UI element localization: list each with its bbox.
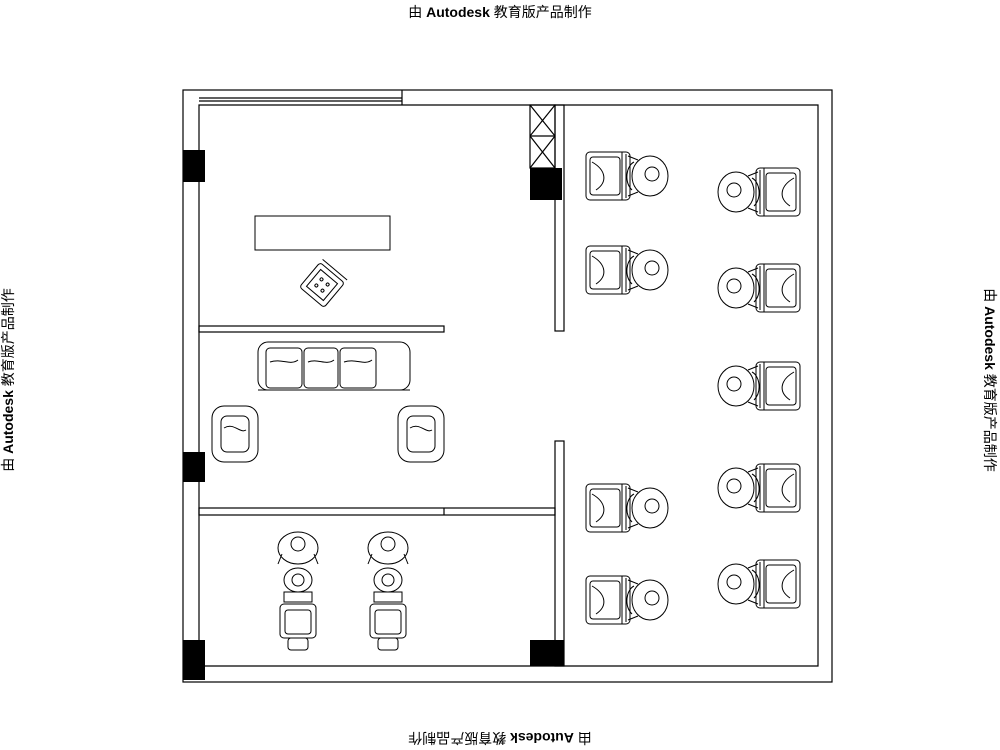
armchair-icon <box>397 405 445 463</box>
salon-left <box>585 151 669 625</box>
person-icon <box>717 267 760 309</box>
salon-chair-icon <box>755 263 801 313</box>
person-icon <box>717 563 760 605</box>
salon-right <box>717 167 801 609</box>
person-icon <box>626 487 669 529</box>
treatment-room <box>277 531 409 651</box>
salon-chair-icon <box>585 151 631 201</box>
salon-chair-icon <box>585 245 631 295</box>
salon-chair-icon <box>367 531 409 651</box>
person-icon <box>626 155 669 197</box>
sofa-icon <box>257 341 411 391</box>
salon-chair-icon <box>585 483 631 533</box>
salon-chair-icon <box>277 531 319 651</box>
desk-icon <box>254 215 391 251</box>
salon-chair-icon <box>755 167 801 217</box>
person-icon <box>717 365 760 407</box>
salon-chair-icon <box>755 559 801 609</box>
salon-chair-icon <box>755 361 801 411</box>
outer-walls <box>182 89 833 683</box>
columns <box>183 150 564 680</box>
person-icon <box>626 579 669 621</box>
lounge <box>211 341 445 463</box>
salon-chair-icon <box>585 575 631 625</box>
armchair-icon <box>211 405 259 463</box>
person-icon <box>626 249 669 291</box>
person-icon <box>717 467 760 509</box>
partitions <box>198 104 565 667</box>
salon-chair-icon <box>755 463 801 513</box>
chair-icon <box>300 259 348 307</box>
office <box>254 215 391 307</box>
person-icon <box>717 171 760 213</box>
watermark-top: 由 Autodesk 教育版产品制作 <box>408 4 592 20</box>
